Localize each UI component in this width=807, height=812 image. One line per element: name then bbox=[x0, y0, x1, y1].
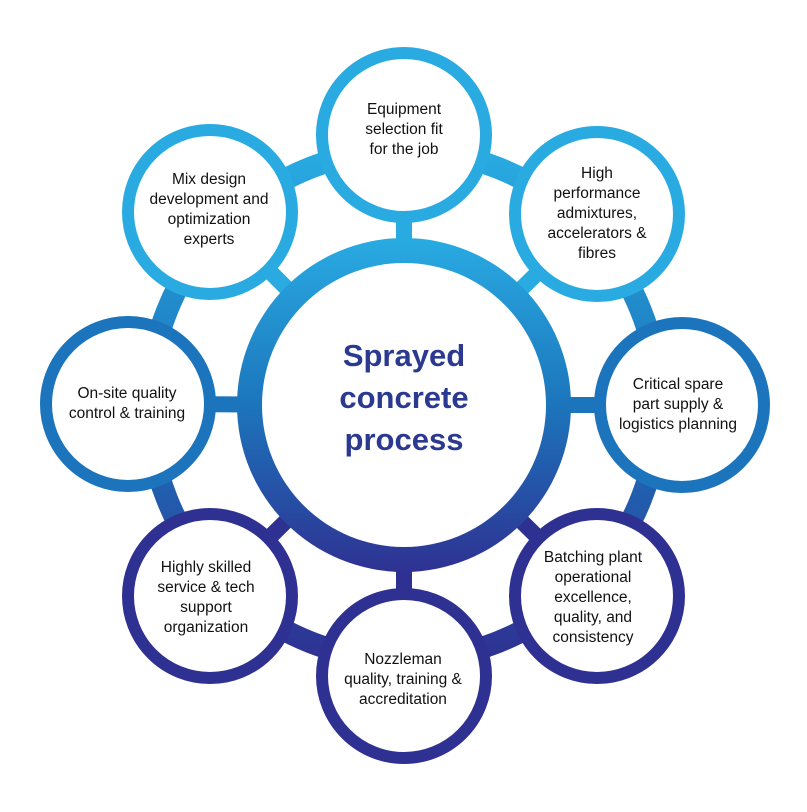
node-label-line: control & training bbox=[69, 404, 185, 424]
node-label-line: Mix design bbox=[150, 170, 269, 190]
node-label-line: selection fit bbox=[365, 120, 443, 140]
node-label-line: Highly skilled bbox=[157, 558, 254, 578]
node-label-mix-design: Mix design development and optimization … bbox=[150, 170, 269, 250]
node-label-line: operational bbox=[544, 568, 642, 588]
node-label-line: consistency bbox=[544, 628, 642, 648]
center-title-line: Sprayed bbox=[339, 335, 468, 377]
node-label-line: Nozzleman bbox=[344, 650, 462, 670]
node-label-critical-spare-part: Critical spare part supply & logistics p… bbox=[619, 375, 737, 435]
node-label-high-performance-admixtures: High performance admixtures, accelerator… bbox=[547, 164, 646, 264]
node-label-equipment-selection: Equipment selection fit for the job bbox=[365, 100, 443, 160]
node-label-batching-plant: Batching plant operational excellence, q… bbox=[544, 548, 642, 648]
node-label-line: quality, training & bbox=[344, 670, 462, 690]
node-label-line: Batching plant bbox=[544, 548, 642, 568]
node-label-line: admixtures, bbox=[547, 204, 646, 224]
node-label-nozzleman: Nozzleman quality, training & accreditat… bbox=[344, 650, 462, 710]
node-label-line: Critical spare bbox=[619, 375, 737, 395]
node-label-line: Equipment bbox=[365, 100, 443, 120]
node-label-line: accreditation bbox=[344, 690, 462, 710]
node-label-line: High bbox=[547, 164, 646, 184]
node-label-line: accelerators & bbox=[547, 224, 646, 244]
node-label-line: part supply & bbox=[619, 395, 737, 415]
node-label-line: fibres bbox=[547, 244, 646, 264]
node-label-service-tech-support: Highly skilled service & tech support or… bbox=[157, 558, 254, 638]
node-label-line: excellence, bbox=[544, 588, 642, 608]
node-label-line: for the job bbox=[365, 140, 443, 160]
node-label-line: On-site quality bbox=[69, 384, 185, 404]
center-title-line: concrete bbox=[339, 377, 468, 419]
node-label-line: development and bbox=[150, 190, 269, 210]
node-label-line: organization bbox=[157, 618, 254, 638]
node-label-line: support bbox=[157, 598, 254, 618]
center-title-line: process bbox=[339, 419, 468, 461]
node-label-line: optimization bbox=[150, 210, 269, 230]
node-label-line: performance bbox=[547, 184, 646, 204]
node-label-line: logistics planning bbox=[619, 415, 737, 435]
node-label-line: service & tech bbox=[157, 578, 254, 598]
center-title: Sprayed concrete process bbox=[339, 335, 468, 461]
node-label-line: experts bbox=[150, 230, 269, 250]
node-label-line: quality, and bbox=[544, 608, 642, 628]
node-label-onsite-quality: On-site quality control & training bbox=[69, 384, 185, 424]
